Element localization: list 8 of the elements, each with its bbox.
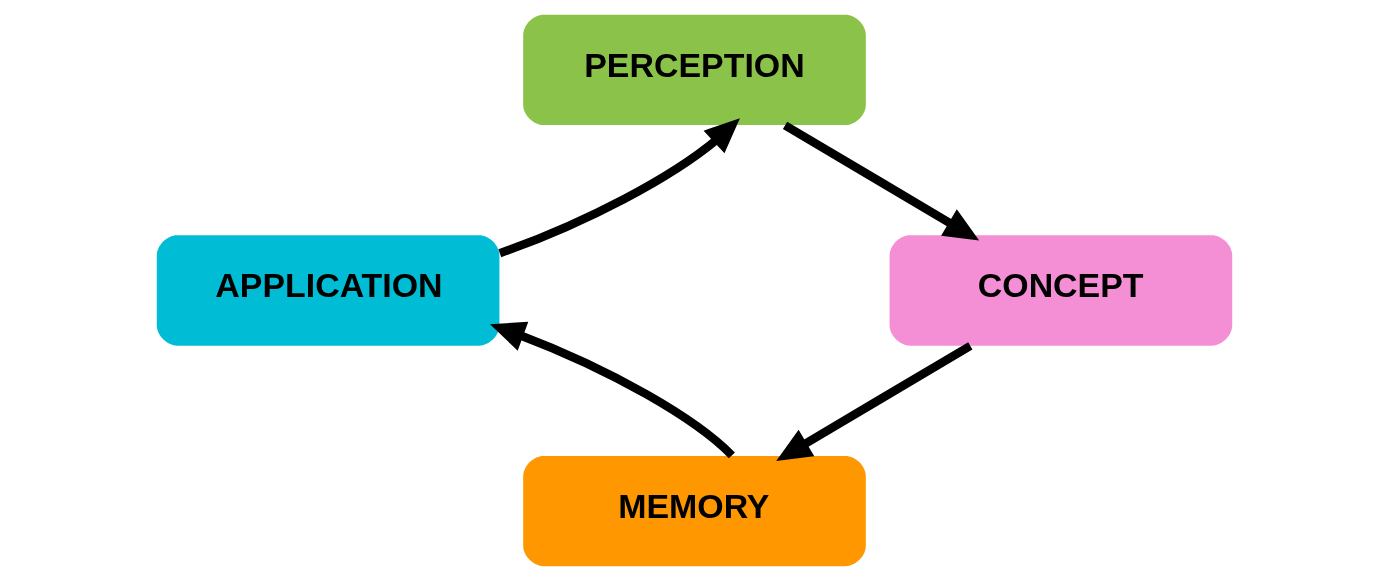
node-box: MEMORY [522, 455, 866, 567]
node-box: CONCEPT [889, 235, 1232, 346]
arrow [497, 118, 740, 258]
arrow [489, 321, 735, 459]
arrow [782, 121, 979, 241]
node-box: APPLICATION [156, 235, 499, 346]
arrow [775, 342, 972, 461]
node-box: PERCEPTION [522, 14, 866, 126]
